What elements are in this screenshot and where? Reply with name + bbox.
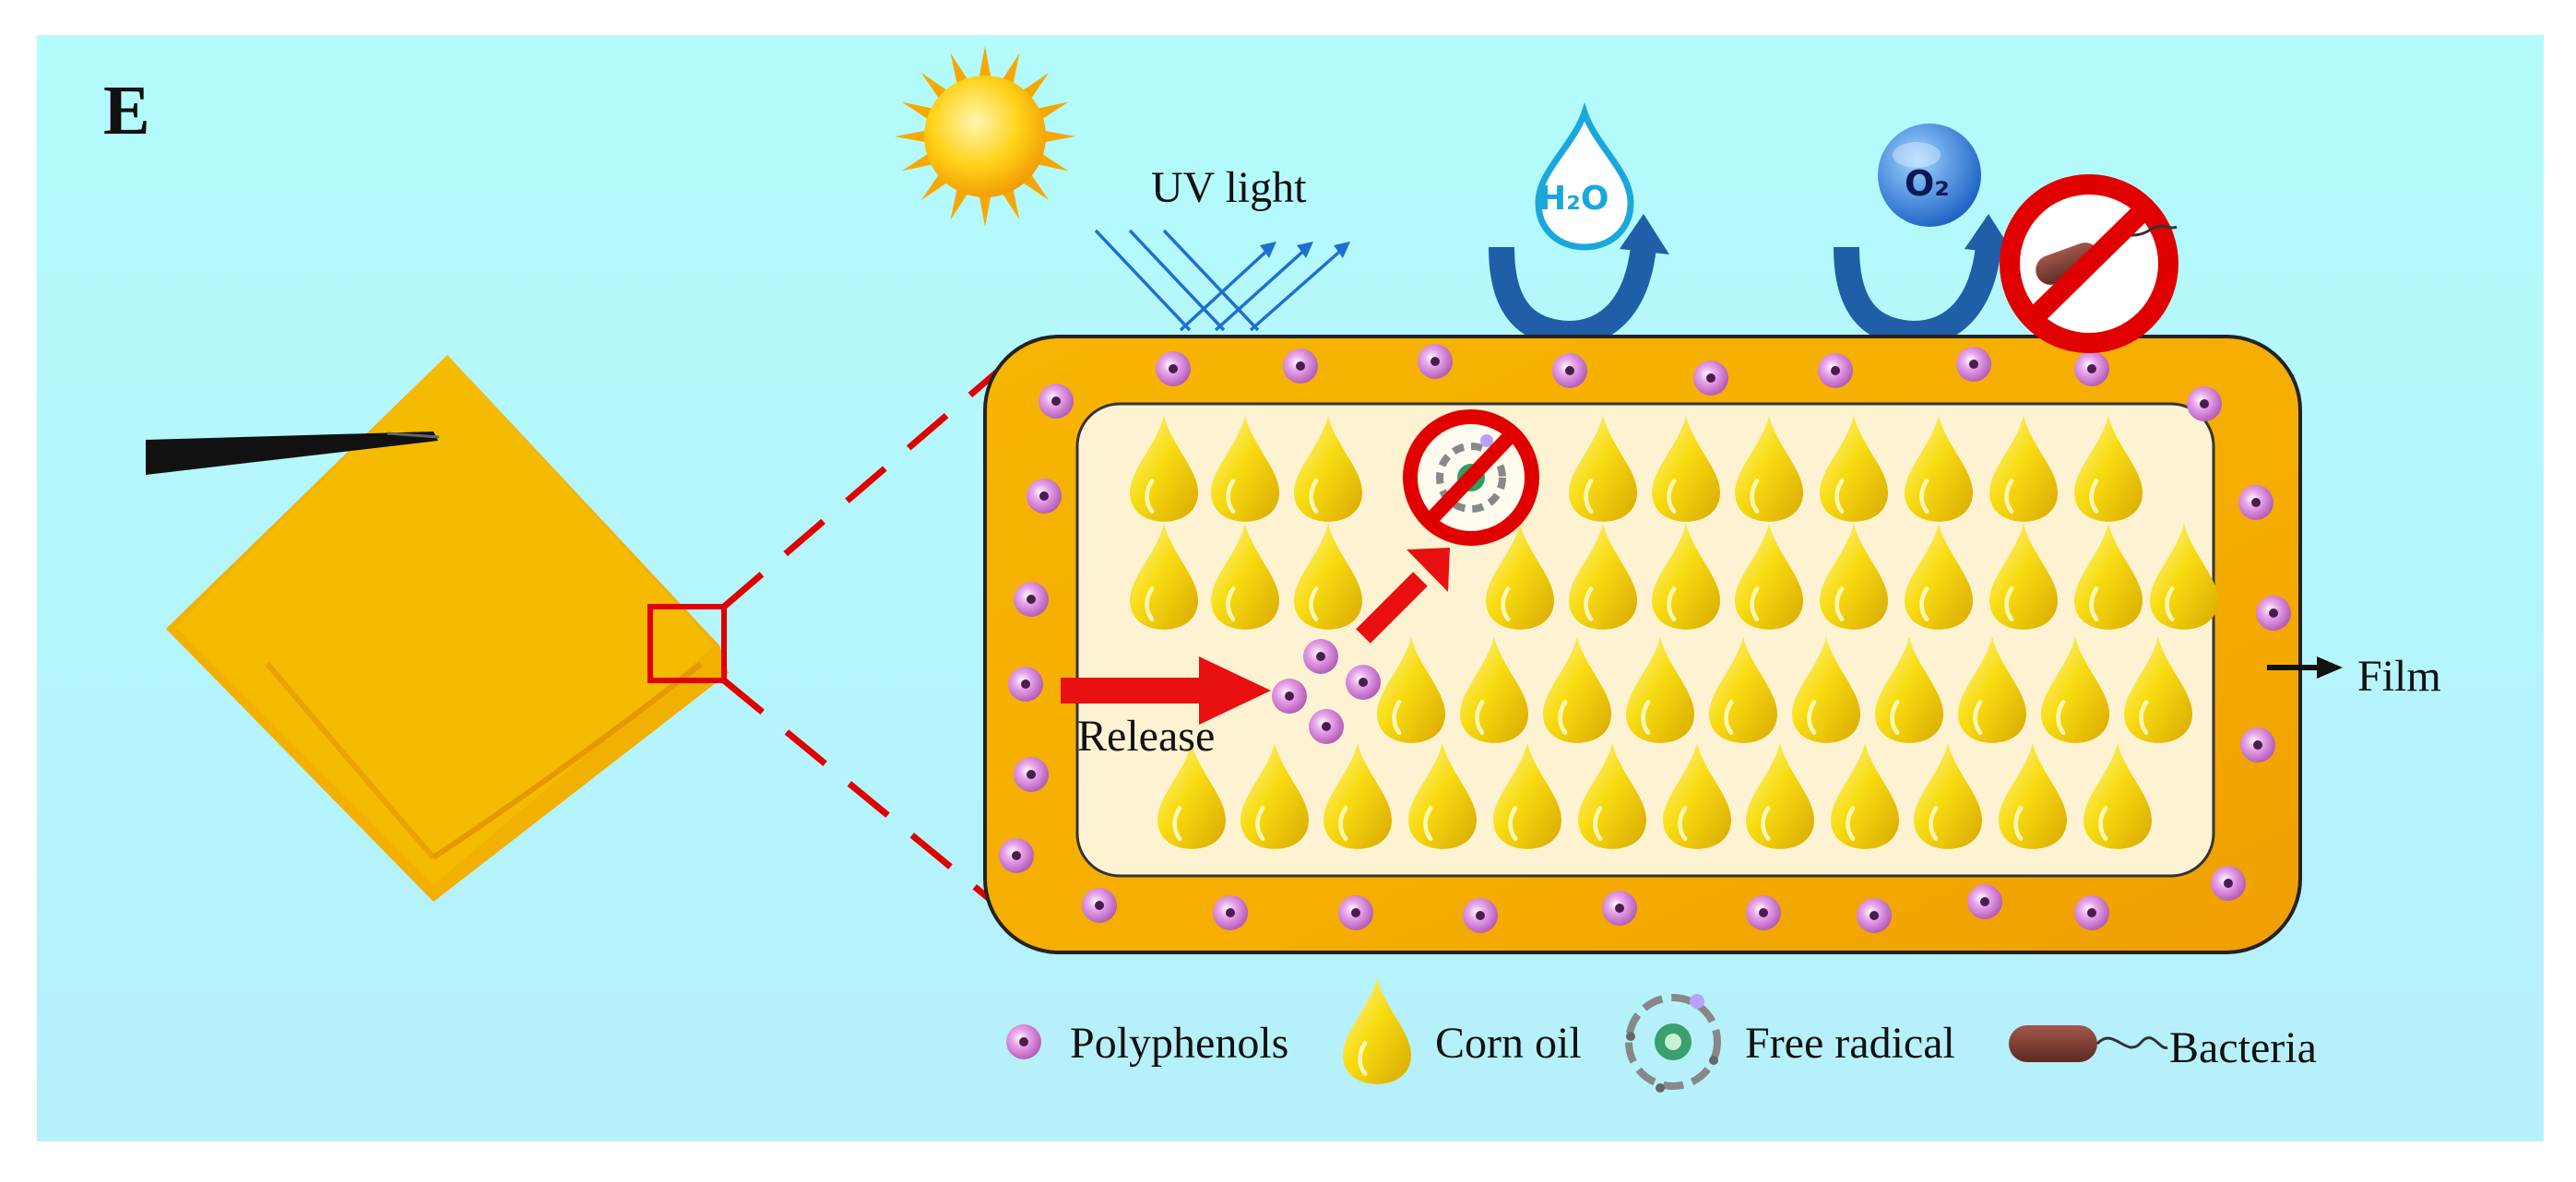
release-arrow (1061, 656, 1271, 725)
polyphenol-dot (2256, 596, 2291, 631)
polyphenol-dot (1693, 361, 1728, 396)
o2-label: O₂ (1905, 163, 1950, 204)
legend-bacteria-label: Bacteria (2169, 1023, 2317, 1072)
free-radical-icon (1625, 994, 1721, 1093)
sun-ray (1039, 129, 1075, 144)
legend-free-radical-label: Free radical (1745, 1019, 1955, 1068)
no-bacteria-icon (2000, 174, 2178, 353)
zoom-line-top (721, 366, 1003, 609)
oxygen-icon (1878, 124, 1981, 227)
uv-light-label: UV light (1151, 163, 1307, 212)
legend-polyphenols-label: Polyphenols (1070, 1019, 1289, 1068)
bacteria-icon (2009, 1025, 2168, 1062)
polyphenol-dot (1338, 895, 1373, 930)
film-sample-photo (166, 355, 729, 902)
polyphenol-dot (2187, 386, 2222, 421)
polyphenol-dot (1463, 898, 1498, 933)
polyphenol-dot (1008, 667, 1043, 702)
polyphenol-dot (1082, 888, 1117, 923)
polyphenol-dot (1213, 895, 1248, 930)
polyphenol-dot (2074, 895, 2109, 930)
polyphenol-dot (1956, 347, 1991, 382)
polyphenol-dot (1156, 351, 1191, 386)
film-label: Film (2357, 652, 2441, 701)
polyphenol-dot (2211, 866, 2246, 901)
sun-ray (978, 46, 992, 82)
polyphenol-dot (1746, 895, 1781, 930)
polyphenol-dot (2074, 351, 2109, 386)
polyphenol-dot (1039, 384, 1074, 419)
polyphenol-dot (1602, 891, 1637, 926)
released-polyphenol-dot (1272, 679, 1307, 714)
water-drop-icon (1535, 101, 1634, 251)
polyphenol-dot (1283, 349, 1318, 384)
polyphenol-dot (1014, 757, 1049, 792)
polyphenol-dot (1818, 353, 1853, 388)
polyphenol-dot (1552, 353, 1587, 388)
released-polyphenol-dot (1346, 665, 1381, 700)
water-barrier-arrow (1489, 214, 1669, 348)
film-pointer-arrow (2267, 656, 2343, 679)
polyphenol-dot (1857, 898, 1892, 933)
legend (1006, 977, 2168, 1093)
legend-corn-oil-label: Corn oil (1435, 1019, 1582, 1068)
zoom-box (647, 604, 727, 683)
polyphenol-dot (2238, 485, 2273, 520)
uv-rays-icon (1094, 229, 1350, 332)
polyphenol-dot-icon (1006, 1024, 1041, 1059)
sun-disc (924, 76, 1046, 197)
release-label: Release (1077, 712, 1216, 761)
sun-ray (978, 191, 992, 227)
polyphenol-dot (1418, 344, 1453, 379)
h2o-label: H₂O (1538, 180, 1609, 218)
scavenging-arrow (1356, 548, 1450, 644)
released-polyphenol-dot (1303, 639, 1338, 674)
polyphenol-dot (1967, 884, 2002, 919)
inhibited-free-radical-icon (1403, 409, 1539, 546)
polyphenol-dot (2240, 727, 2275, 762)
released-polyphenol-dot (1309, 709, 1344, 744)
zoom-line-bottom (721, 678, 1003, 911)
polyphenol-dot (1027, 479, 1062, 514)
polyphenol-dot (1014, 582, 1049, 617)
sun-ray (895, 129, 931, 144)
tweezers-icon (146, 431, 438, 475)
polyphenol-dot (999, 838, 1034, 873)
panel-letter: E (103, 72, 150, 149)
sun-icon (895, 46, 1075, 227)
